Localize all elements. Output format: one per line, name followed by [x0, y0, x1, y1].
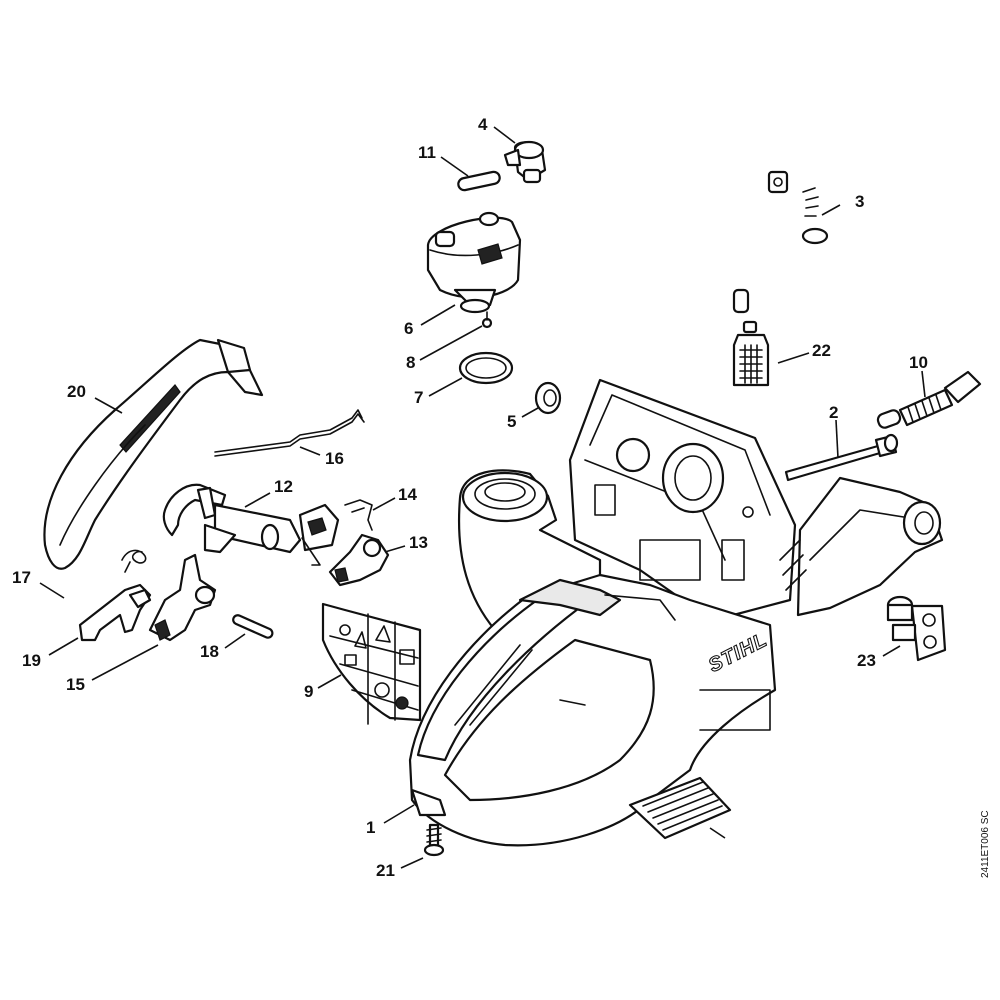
- callout-7: 7: [414, 388, 423, 407]
- av-buffer-part-23: [886, 595, 947, 662]
- pin-part-18: [232, 614, 274, 639]
- valve-body-part-6: [426, 211, 522, 314]
- callout-20: 20: [67, 382, 86, 401]
- callout-14: 14: [398, 485, 417, 504]
- bolt-part-2: [784, 433, 899, 482]
- throttle-shaft-part-12: [162, 483, 340, 566]
- spring-part-17: [121, 549, 147, 573]
- callout-17: 17: [12, 568, 31, 587]
- callout-11: 11: [418, 143, 436, 162]
- callout-9: 9: [304, 682, 313, 701]
- interlock-lever-part-15: [148, 553, 217, 642]
- callout-12: 12: [274, 477, 293, 496]
- warning-label-part-9: [321, 602, 422, 725]
- callout-16: 16: [325, 449, 344, 468]
- callout-3: 3: [855, 192, 864, 211]
- callout-21: 21: [376, 861, 395, 880]
- callout-18: 18: [200, 642, 219, 661]
- callout-6: 6: [404, 319, 413, 338]
- callout-10: 10: [909, 353, 928, 372]
- housing-part-1: STIHL: [408, 378, 944, 847]
- grip-plate: [628, 776, 732, 840]
- cap-part-4: [503, 140, 547, 184]
- grommet-part-5: [534, 381, 562, 415]
- impulse-hose-part-10: [876, 370, 982, 429]
- callout-8: 8: [406, 353, 415, 372]
- callout-2: 2: [829, 403, 838, 422]
- o-ring-part-7: [458, 351, 514, 385]
- handle-cover-part-20: [43, 338, 264, 570]
- callout-22: 22: [812, 341, 831, 360]
- leader-lines: [39, 126, 926, 869]
- pin-part-11: [457, 170, 501, 192]
- lever-part-13: [328, 533, 390, 587]
- pin-part-8: [481, 311, 493, 329]
- trigger-part-19: [78, 583, 152, 642]
- figure-code: 2411ET006 SC: [980, 810, 991, 878]
- callout-13: 13: [409, 533, 428, 552]
- callout-15: 15: [66, 675, 85, 694]
- callout-labels: 1 2 3 4 5 6 7 8 9 10 11 12 13 14 15 16 1…: [12, 115, 928, 880]
- fuel-filter-part-22: [732, 320, 770, 387]
- callout-19: 19: [22, 651, 41, 670]
- callout-5: 5: [507, 412, 516, 431]
- callout-1: 1: [366, 818, 375, 837]
- clip-part-14: [344, 499, 373, 531]
- wire-rod-part-16: [214, 409, 365, 457]
- fuel-hose-part-3: [732, 170, 835, 314]
- callout-23: 23: [857, 651, 876, 670]
- callout-4: 4: [478, 115, 488, 134]
- screw-part-21: [423, 823, 445, 857]
